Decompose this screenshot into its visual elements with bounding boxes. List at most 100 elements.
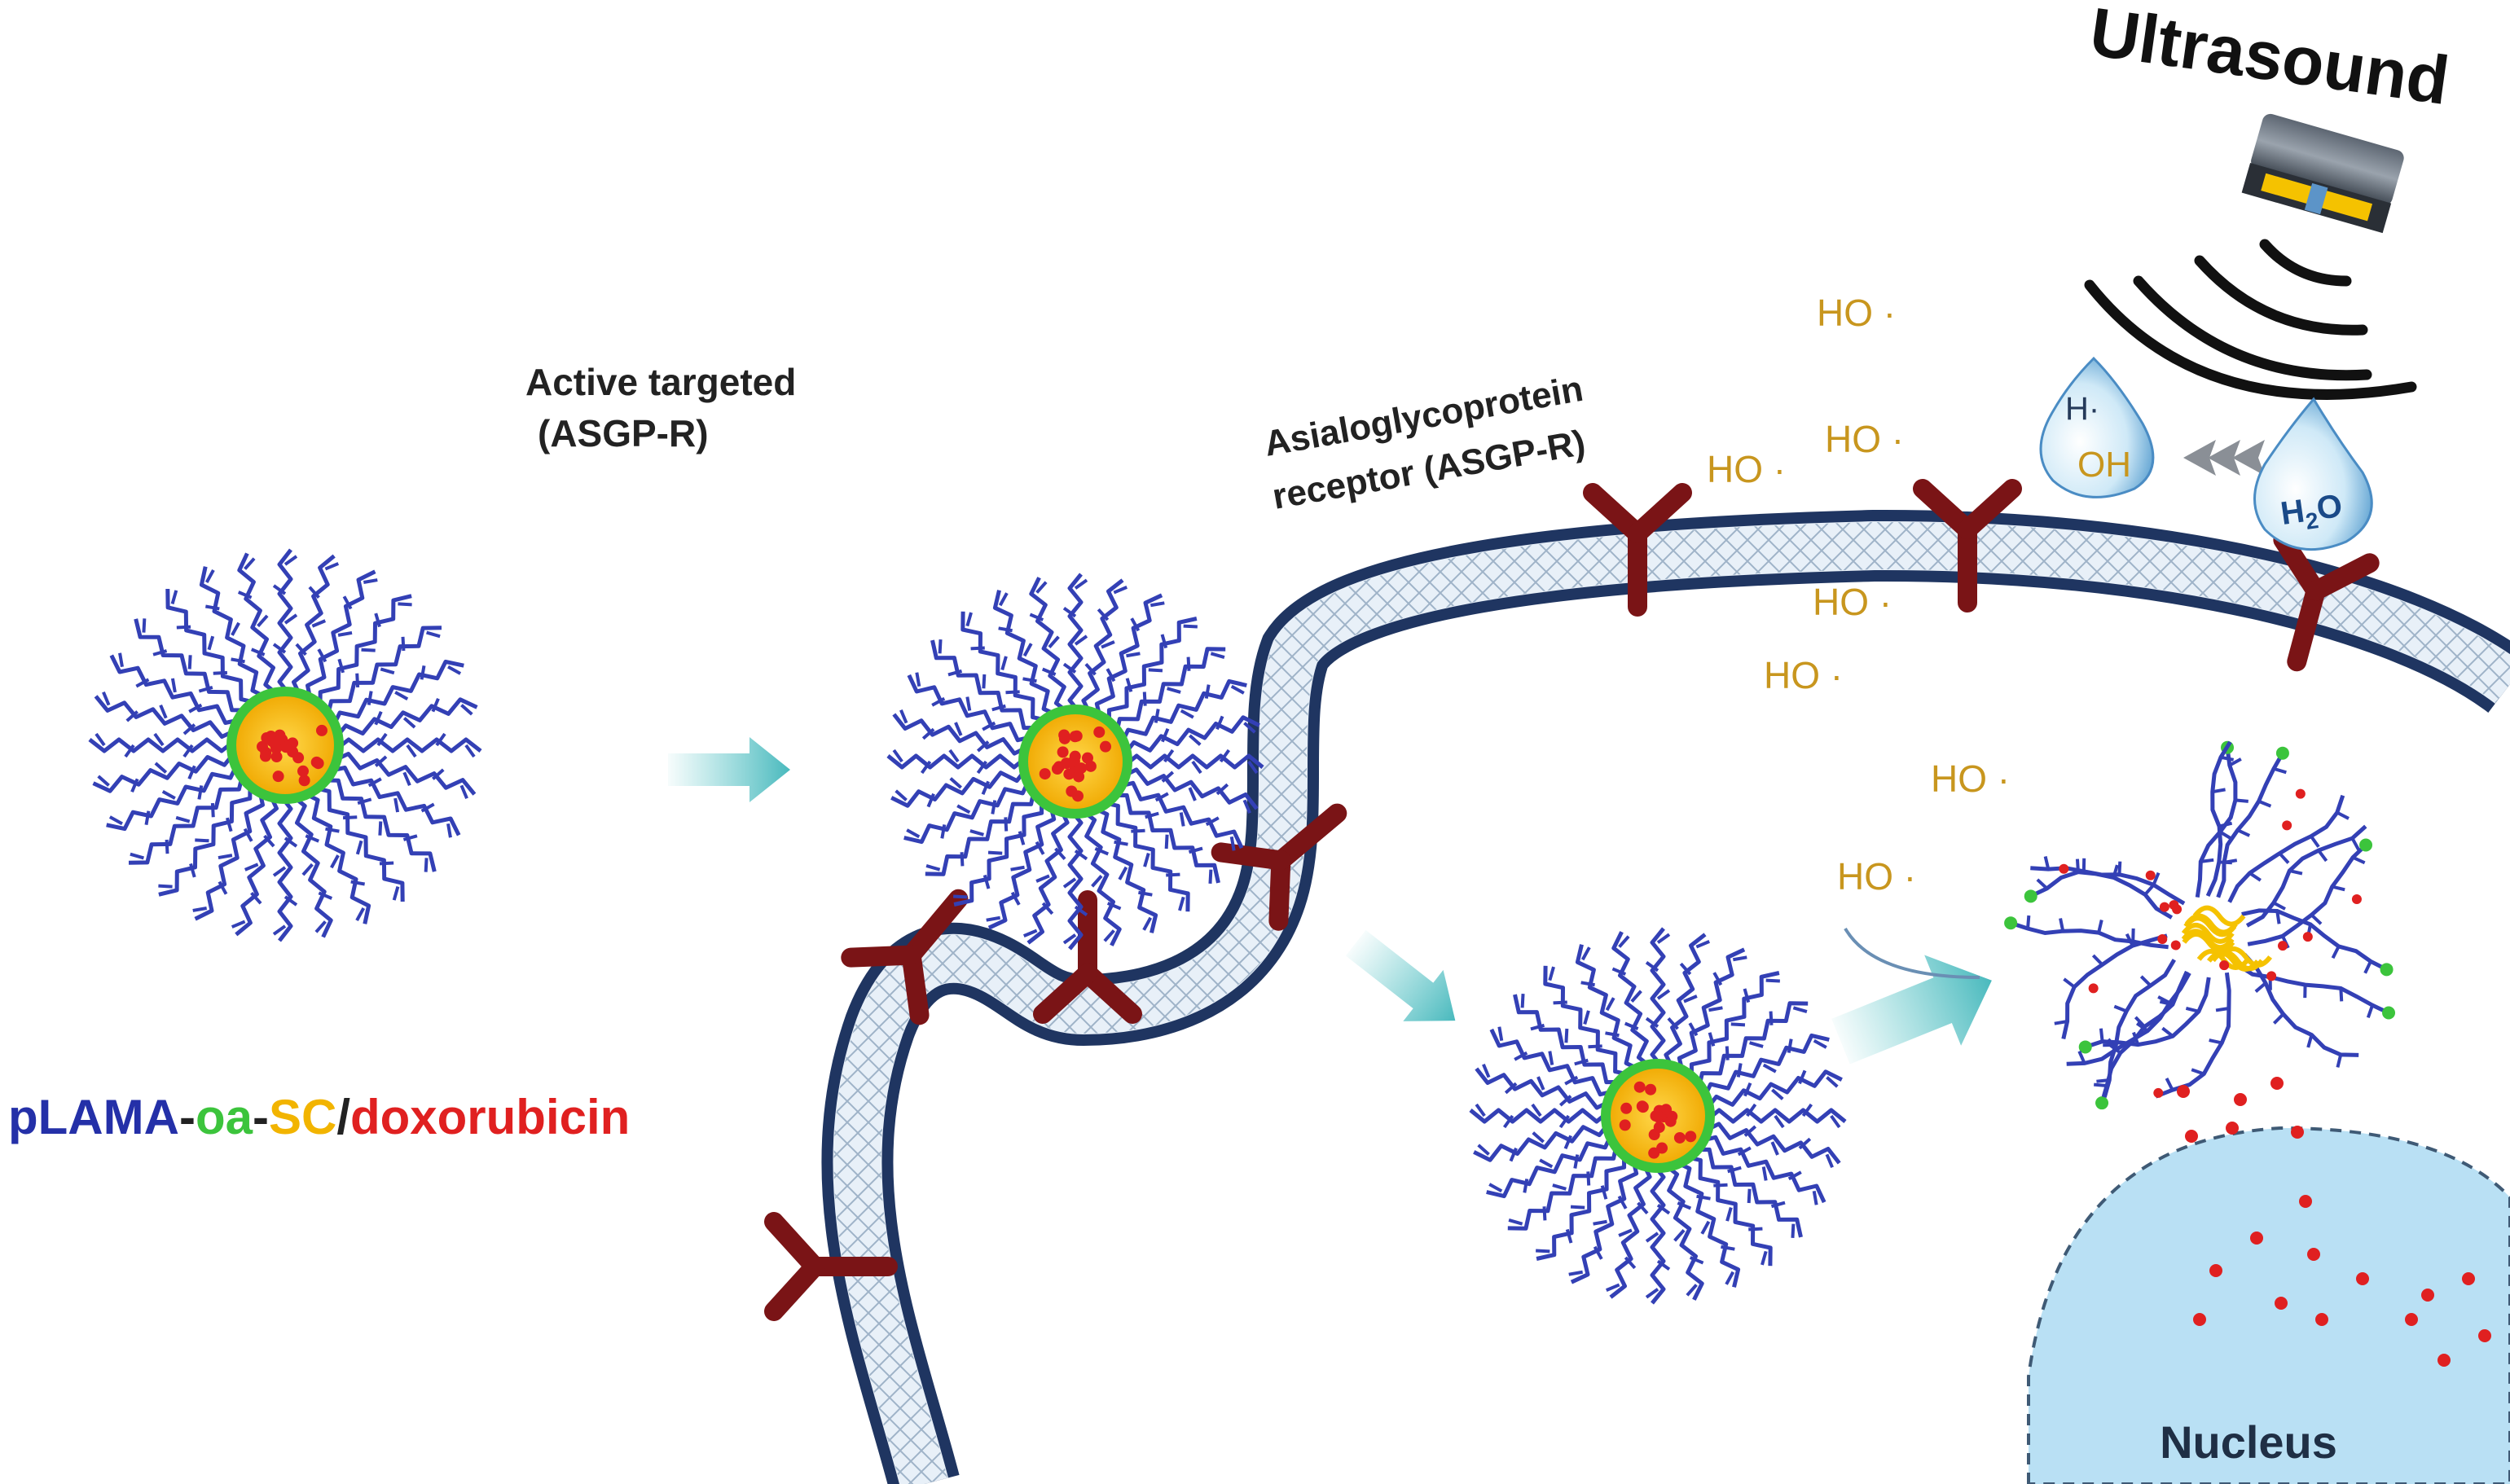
drug-dot: [2159, 902, 2169, 912]
disassembled-micelle: [2004, 740, 2396, 1110]
radical-label: HO ·: [1931, 757, 2010, 800]
drug-dot: [2170, 940, 2181, 951]
droplet-h-radical: H·: [2065, 391, 2099, 427]
droplet-water: H2O: [2253, 397, 2373, 551]
drug-dot: [2177, 1085, 2190, 1098]
drug-dot: [2299, 1195, 2312, 1208]
drug-dot: [1664, 1115, 1677, 1127]
legend-part: -: [179, 1090, 196, 1144]
drug-dot: [2219, 960, 2230, 971]
drug-dot: [2291, 1126, 2304, 1139]
chevron-arrows: [2183, 440, 2265, 476]
ultrasound-label: Ultrasound: [2086, 0, 2454, 119]
drug-dot: [1058, 729, 1070, 741]
drug-dot: [2351, 894, 2362, 905]
drug-dot: [287, 737, 299, 749]
legend-part: -: [253, 1090, 269, 1144]
micelle: [88, 548, 482, 942]
drug-dot: [1645, 1083, 1657, 1095]
oa-fragment: [2004, 916, 2018, 930]
drug-dot: [2226, 1122, 2239, 1135]
drug-dot: [270, 751, 283, 763]
svg-text:H2O: H2O: [2279, 488, 2345, 538]
drug-dot: [2462, 1272, 2475, 1285]
drug-dot: [2277, 941, 2288, 951]
drug-dot: [2088, 983, 2099, 994]
drug-dot: [2172, 904, 2183, 915]
drug-dot: [315, 724, 327, 736]
oa-fragment: [2380, 963, 2394, 977]
drug-dot: [2302, 932, 2313, 942]
asgp-receptor: [1033, 890, 1142, 1024]
asgp-receptor: [1913, 479, 2022, 612]
oa-fragment: [2095, 1096, 2109, 1110]
legend-part: /: [336, 1090, 350, 1144]
drug-dot: [2209, 1264, 2222, 1277]
nucleus-label: Nucleus: [2160, 1416, 2337, 1468]
h2o-o: O: [2314, 488, 2345, 527]
drug-dot: [1066, 785, 1078, 797]
droplet-oh: OH: [2077, 445, 2131, 485]
process-arrows: [668, 440, 2265, 1065]
oa-fragment: [2275, 746, 2289, 760]
ultrasound-waves: [2084, 239, 2417, 400]
oa-fragment: [2078, 1040, 2092, 1054]
droplet-radicals: H· OH: [2039, 356, 2155, 498]
arrow-targeting: [668, 737, 790, 802]
asgp-receptor: [764, 1212, 898, 1321]
drug-dot: [2185, 1130, 2198, 1143]
drug-dot: [2157, 934, 2168, 945]
receptors: [764, 479, 2380, 1321]
micelle: [1469, 927, 1847, 1305]
drug-dot: [1633, 1081, 1646, 1093]
drug-dot: [298, 775, 310, 787]
drug-dot: [2266, 971, 2277, 981]
radical-label: HO ·: [1817, 292, 1896, 334]
drug-dot: [1636, 1100, 1648, 1113]
drug-dot: [2421, 1289, 2434, 1302]
drug-dot: [1673, 1131, 1686, 1144]
drug-dot: [292, 752, 305, 764]
drug-dot: [272, 771, 284, 783]
legend-part: SC: [269, 1090, 336, 1144]
radical-label: HO ·: [1837, 855, 1916, 898]
asgp-receptor: [1211, 803, 1347, 931]
active-targeted-sublabel: (ASGP-R): [538, 412, 709, 454]
drug-dot: [1039, 768, 1051, 780]
drug-dot: [2250, 1232, 2263, 1245]
drug-dot: [259, 750, 271, 762]
asgp-receptor: [1583, 483, 1692, 617]
drug-dot: [2405, 1313, 2418, 1326]
legend-part: pLAMA: [8, 1090, 179, 1144]
drug-dot: [1053, 761, 1065, 773]
drug-dot: [2478, 1329, 2491, 1342]
drug-dot: [1069, 731, 1081, 743]
drug-dot: [2356, 1272, 2369, 1285]
drug-dot: [266, 735, 279, 748]
drug-dot: [2307, 1248, 2320, 1261]
radical-label: HO ·: [1764, 654, 1843, 696]
asgp-receptor: [841, 889, 969, 1025]
h2o-h: H: [2279, 493, 2307, 532]
drug-dot: [1652, 1110, 1664, 1122]
drug-dot: [2193, 1313, 2206, 1326]
drug-dot: [1100, 740, 1112, 753]
hydroxyl-radicals: HO · HO · HO · HO · HO · HO · HO ·: [1707, 292, 2010, 898]
drug-dot: [2153, 1087, 2164, 1098]
arrow-release: [1831, 955, 1992, 1065]
micelles: [88, 548, 1847, 1305]
radical-label: HO ·: [1825, 418, 1904, 460]
drug-dot: [1619, 1119, 1631, 1131]
h2o-subscript: 2: [2304, 507, 2320, 534]
nucleus: Nucleus: [2027, 1126, 2510, 1484]
arrow-internalize: [1345, 929, 1456, 1021]
ultrasound-transducer: [2241, 113, 2404, 234]
drug-dot: [2295, 788, 2306, 799]
drug-dot: [2315, 1313, 2328, 1326]
legend-part: doxorubicin: [350, 1090, 630, 1144]
drug-dot: [312, 757, 324, 770]
drug-dot: [1685, 1131, 1697, 1143]
legend-part: oa: [196, 1090, 253, 1144]
drug-dot: [1653, 1122, 1665, 1134]
